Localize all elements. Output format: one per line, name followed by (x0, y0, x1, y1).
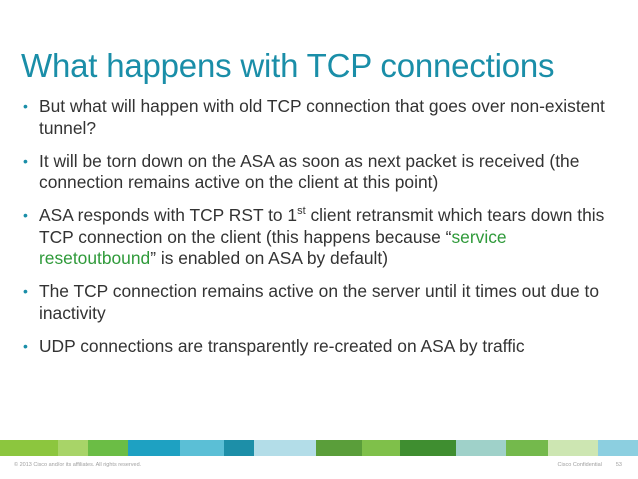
bullet-dot-icon: • (23, 152, 28, 169)
bullet-dot-icon: • (23, 98, 28, 114)
bullet-item: • ASA responds with TCP RST to 1st clien… (20, 205, 620, 270)
bullet-text: It will be torn down on the ASA as soon … (39, 150, 580, 193)
stripe-segment (58, 440, 88, 456)
stripe-segment (88, 440, 128, 456)
bullet-text: UDP connections are transparently re-cre… (39, 335, 525, 356)
stripe-segment (224, 440, 254, 456)
command-highlight: service resetoutbound (39, 226, 507, 269)
footer-color-stripe (0, 440, 638, 456)
bullet-item: • UDP connections are transparently re-c… (20, 336, 620, 358)
stripe-segment (316, 440, 362, 456)
bullet-dot-icon: • (23, 207, 28, 223)
bullet-text-post: ” is enabled on ASA by default) (150, 248, 389, 268)
bullet-item: • The TCP connection remains active on t… (20, 281, 620, 324)
bullet-dot-icon: • (23, 283, 28, 299)
bullet-text-pre: ASA responds with TCP RST to 1 (39, 205, 298, 225)
confidential-label: Cisco Confidential (557, 462, 602, 468)
stripe-segment (0, 440, 58, 456)
bullet-item: • It will be torn down on the ASA as soo… (20, 151, 620, 194)
slide-title: What happens with TCP connections (21, 47, 555, 84)
copyright-text: © 2013 Cisco and/or its affiliates. All … (14, 462, 142, 468)
stripe-segment (128, 440, 180, 456)
footer-right: Cisco Confidential 53 (558, 462, 622, 468)
ordinal-suffix: st (297, 205, 306, 218)
bullet-text-mid: client retransmit which tears down this … (39, 205, 605, 247)
bullet-list: • But what will happen with old TCP conn… (20, 96, 620, 369)
stripe-segment (548, 440, 598, 456)
stripe-segment (598, 440, 638, 456)
bullet-item: • But what will happen with old TCP conn… (20, 96, 620, 139)
bullet-text: The TCP connection remains active on the… (39, 281, 600, 323)
bullet-text: But what will happen with old TCP connec… (39, 96, 605, 138)
stripe-segment (180, 440, 224, 456)
bullet-dot-icon: • (23, 337, 28, 354)
stripe-segment (362, 440, 400, 456)
stripe-segment (400, 440, 456, 456)
stripe-segment (456, 440, 506, 456)
stripe-segment (254, 440, 316, 456)
page-number: 53 (615, 462, 622, 468)
stripe-segment (506, 440, 548, 456)
